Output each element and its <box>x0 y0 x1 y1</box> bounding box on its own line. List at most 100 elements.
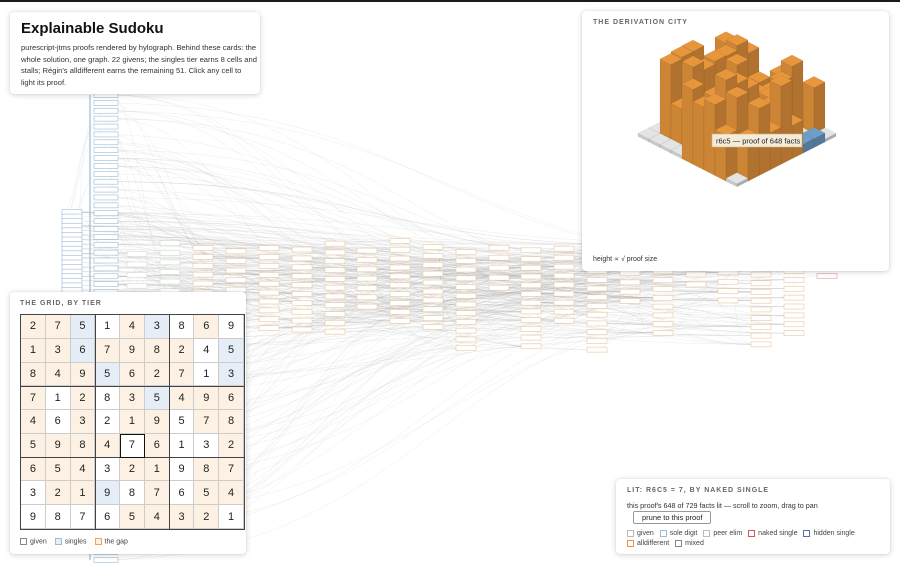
cell-r2c8[interactable]: 4 <box>194 338 220 363</box>
building-r8c8[interactable] <box>725 86 749 99</box>
proof-node[interactable] <box>685 271 707 278</box>
building-r5c3[interactable] <box>703 49 727 62</box>
proof-node[interactable] <box>750 289 772 295</box>
proof-node[interactable] <box>324 284 346 291</box>
proof-node[interactable] <box>93 249 119 256</box>
proof-node[interactable] <box>61 227 83 234</box>
building-r5c1[interactable] <box>681 39 705 52</box>
cell-r7c8[interactable]: 8 <box>194 457 220 482</box>
proof-node[interactable] <box>389 300 411 306</box>
cell-r3c6[interactable]: 2 <box>144 362 170 387</box>
proof-node[interactable] <box>159 269 181 275</box>
cell-r9c5[interactable]: 5 <box>120 505 145 529</box>
proof-node[interactable] <box>159 249 181 256</box>
building-side[interactable] <box>692 101 705 171</box>
proof-node[interactable] <box>258 280 280 287</box>
proof-node[interactable] <box>93 210 119 217</box>
cell-r9c9[interactable]: 1 <box>219 505 244 529</box>
proof-node[interactable] <box>126 272 148 278</box>
building-side[interactable] <box>659 58 672 143</box>
proof-node[interactable] <box>356 257 378 263</box>
proof-node[interactable] <box>93 257 119 264</box>
proof-node[interactable] <box>389 255 411 262</box>
proof-node[interactable] <box>324 311 346 317</box>
proof-node[interactable] <box>455 292 477 299</box>
proof-node[interactable] <box>422 315 444 321</box>
proof-node[interactable] <box>61 218 83 224</box>
proof-node[interactable] <box>324 320 346 326</box>
proof-node[interactable] <box>291 317 313 324</box>
cell-r7c6[interactable]: 1 <box>144 457 170 482</box>
proof-node[interactable] <box>324 249 346 256</box>
cell-r1c2[interactable]: 7 <box>45 315 71 339</box>
proof-node[interactable] <box>717 297 739 304</box>
proof-node[interactable] <box>750 280 772 287</box>
proof-node[interactable] <box>93 147 119 153</box>
proof-node[interactable] <box>93 163 119 169</box>
proof-node[interactable] <box>783 330 805 336</box>
proof-node[interactable] <box>389 318 411 324</box>
proof-node[interactable] <box>520 273 542 280</box>
proof-node[interactable] <box>93 218 119 224</box>
proof-node[interactable] <box>61 278 83 284</box>
cell-r2c6[interactable]: 8 <box>144 338 170 363</box>
proof-node[interactable] <box>258 325 280 331</box>
proof-node[interactable] <box>192 280 214 287</box>
proof-node[interactable] <box>93 155 119 161</box>
proof-node[interactable] <box>422 279 444 286</box>
proof-node[interactable] <box>61 241 83 247</box>
proof-node[interactable] <box>488 244 510 251</box>
proof-node[interactable] <box>356 266 378 273</box>
proof-node[interactable] <box>422 261 444 268</box>
proof-node[interactable] <box>93 194 119 201</box>
proof-node[interactable] <box>586 346 608 353</box>
proof-node[interactable] <box>93 241 119 248</box>
cell-r3c3[interactable]: 9 <box>70 362 96 387</box>
building-r7c6[interactable] <box>714 68 738 81</box>
cell-r5c1[interactable]: 4 <box>21 410 46 434</box>
proof-node[interactable] <box>652 321 674 327</box>
building-r9c7[interactable] <box>703 93 727 105</box>
proof-node[interactable] <box>192 262 214 269</box>
proof-node[interactable] <box>488 284 510 291</box>
proof-node[interactable] <box>520 291 542 297</box>
cell-r5c6[interactable]: 9 <box>144 410 170 434</box>
proof-node[interactable] <box>586 338 608 344</box>
cell-r4c4[interactable]: 8 <box>95 386 121 411</box>
cell-r2c4[interactable]: 7 <box>95 338 121 363</box>
proof-node[interactable] <box>455 249 477 255</box>
proof-node[interactable] <box>783 294 805 301</box>
cell-r9c2[interactable]: 8 <box>45 505 71 529</box>
proof-node[interactable] <box>553 317 575 324</box>
cell-r4c8[interactable]: 9 <box>194 386 220 411</box>
cell-r9c3[interactable]: 7 <box>70 505 96 529</box>
proof-node[interactable] <box>389 273 411 280</box>
cell-r8c7[interactable]: 6 <box>169 481 195 506</box>
proof-node[interactable] <box>61 245 83 252</box>
proof-node[interactable] <box>586 329 608 335</box>
proof-node[interactable] <box>258 245 280 251</box>
proof-node[interactable] <box>356 285 378 291</box>
proof-node[interactable] <box>783 321 805 328</box>
cell-r4c7[interactable]: 4 <box>169 386 195 411</box>
proof-node[interactable] <box>652 294 674 301</box>
proof-node[interactable] <box>455 310 477 317</box>
proof-node[interactable] <box>258 272 280 278</box>
cell-r6c2[interactable]: 9 <box>45 433 71 458</box>
proof-node[interactable] <box>93 139 119 146</box>
proof-node[interactable] <box>324 258 346 265</box>
proof-node[interactable] <box>93 107 119 114</box>
cell-r9c4[interactable]: 6 <box>95 505 121 529</box>
proof-node[interactable] <box>93 186 119 193</box>
proof-node[interactable] <box>356 294 378 301</box>
cell-r4c6[interactable]: 5 <box>144 386 170 411</box>
proof-node[interactable] <box>783 312 805 319</box>
building-side[interactable] <box>681 83 694 165</box>
building-side[interactable] <box>769 126 782 171</box>
cell-r6c9[interactable]: 2 <box>219 433 244 458</box>
proof-node[interactable] <box>291 273 313 280</box>
proof-node[interactable] <box>258 289 280 296</box>
proof-node[interactable] <box>258 263 280 269</box>
cell-r3c5[interactable]: 6 <box>120 362 145 387</box>
proof-node[interactable] <box>422 244 444 250</box>
